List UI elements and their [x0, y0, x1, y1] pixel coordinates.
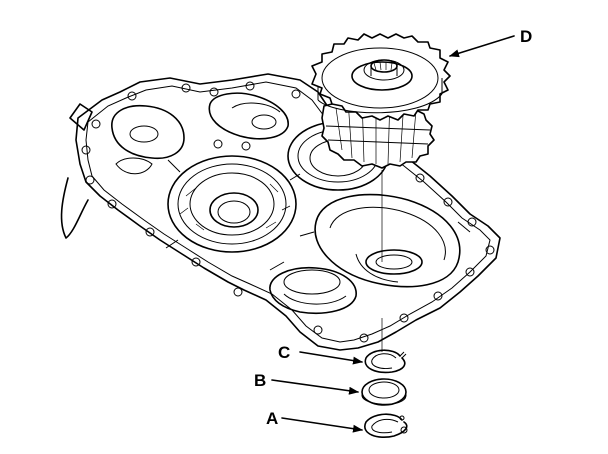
lower-small-bore [269, 266, 357, 315]
callout-a: A [266, 409, 278, 428]
case-flange-outline [75, 73, 501, 351]
case-rib-left [115, 157, 153, 175]
pocket-hole [129, 125, 159, 143]
callout-d: D [520, 27, 532, 46]
left-bearing-bore [167, 155, 297, 253]
pocket-hole-2 [251, 114, 277, 130]
case-pocket-upper-center [208, 92, 289, 140]
housing-rear-shell [60, 177, 89, 239]
bearing-race-b [361, 378, 407, 406]
case-pocket-upper-left [111, 104, 185, 160]
callout-c: C [278, 343, 290, 362]
housing-side-rib [69, 103, 93, 131]
leader-a [281, 417, 363, 433]
transmission-case [60, 73, 501, 351]
flange-bolt-holes [81, 81, 495, 343]
upper-large-gear [311, 33, 451, 121]
leader-c [299, 351, 363, 365]
callout-b: B [254, 371, 266, 390]
case-rib-center [231, 102, 281, 113]
leader-d [449, 35, 515, 58]
leader-lines [271, 35, 515, 433]
snap-ring-a [364, 413, 408, 438]
leader-b [271, 379, 359, 395]
lower-right-bore [314, 193, 461, 288]
case-webbing [165, 159, 471, 271]
gear-assembly [311, 33, 451, 169]
snap-ring-c [364, 349, 407, 374]
